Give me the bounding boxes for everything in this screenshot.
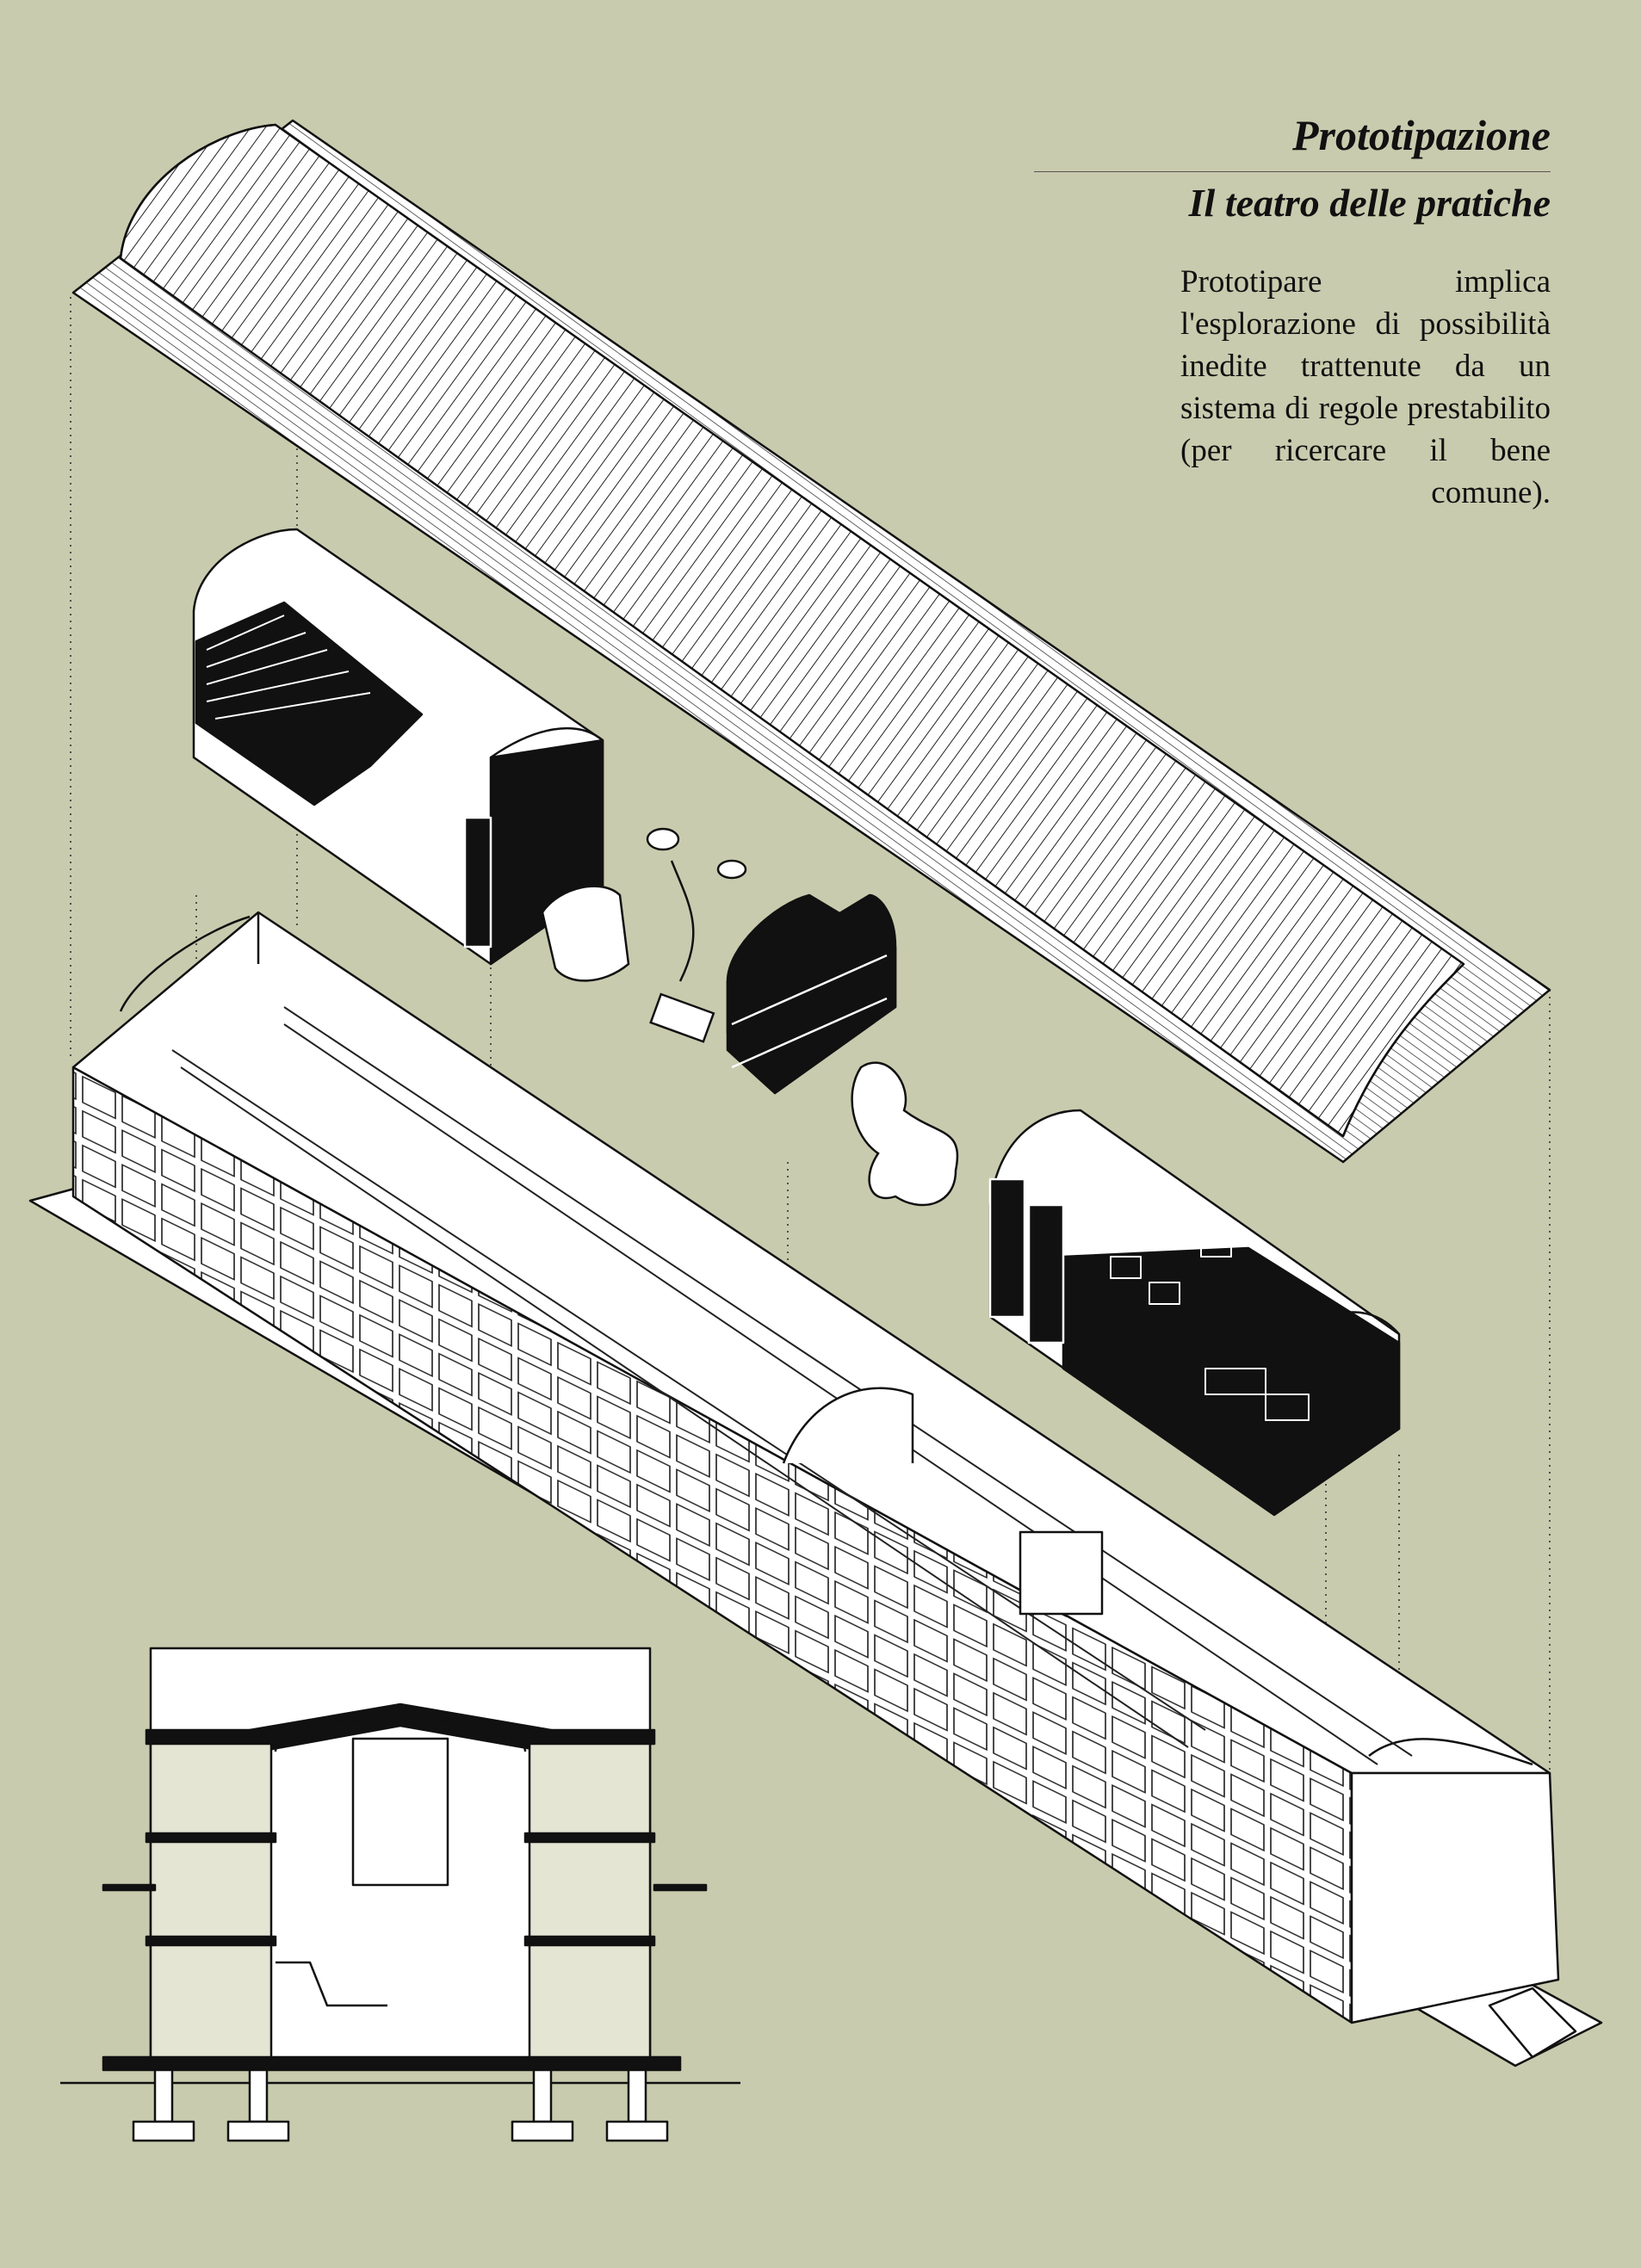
balloon-dog-sculpture [851,1061,959,1207]
title-divider [1034,171,1551,172]
decorative-objects [541,827,959,1207]
building-entrance-ramp [1488,1987,1577,2059]
text-panel: Prototipazione Il teatro delle pratiche … [1034,111,1551,546]
module-amphitheatre [192,528,604,966]
description-text: Prototipare implica l'esplorazione di po… [1180,264,1551,511]
main-building [28,911,1603,2067]
building-end-facade [1350,1771,1560,2024]
cross-section [60,1647,740,2142]
section-ground-slab [102,2055,682,2072]
module-dining-hall [988,1109,1401,1517]
subtitle: Il teatro delle pratiche [1188,181,1551,225]
module-stacked-floors [726,893,897,1095]
vaulted-roof [71,119,1551,1164]
central-vault-tower [1019,1530,1104,1616]
title: Prototipazione [1291,111,1551,159]
